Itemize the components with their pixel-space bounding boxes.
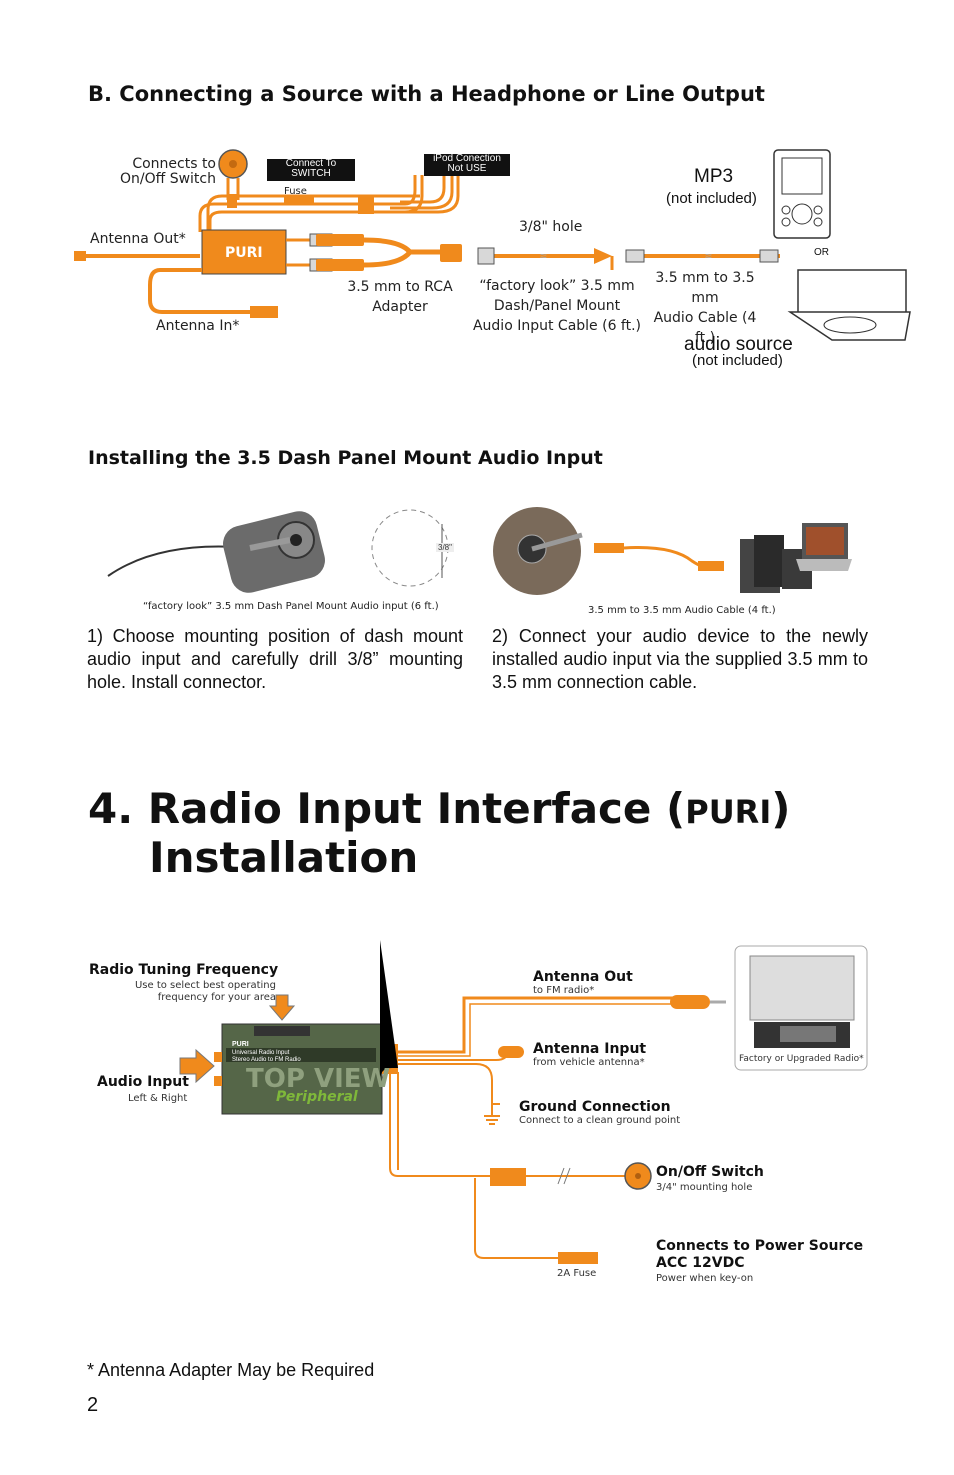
puri-device-icon [221, 1023, 383, 1115]
svg-text:≈: ≈ [540, 249, 547, 263]
radio-caption: Factory or Upgraded Radio* [739, 1054, 864, 1064]
antenna-input-title: Antenna Input [533, 1041, 647, 1057]
audio-cable-illustration [493, 507, 852, 595]
power-sub: Power when key-on [656, 1273, 754, 1284]
dash-mount-illustration [107, 509, 449, 593]
caption-left: “factory look” 3.5 mm Dash Panel Mount A… [143, 601, 439, 612]
puri-box-label: PURI [225, 245, 263, 261]
dimension-label: 3/8" [436, 543, 454, 552]
fuse-label: Fuse [284, 186, 307, 197]
page-number: 2 [87, 1394, 99, 1416]
hole-label: 3/8" hole [519, 219, 583, 235]
antenna-input-sub: from vehicle antenna* [533, 1057, 645, 1068]
laptop-icon [787, 269, 911, 341]
fuse-2a-label: 2A Fuse [557, 1268, 597, 1279]
antenna-out-label: Antenna Out* [90, 231, 186, 247]
antenna-out-sub: to FM radio* [533, 985, 595, 996]
mp3-label: MP3 [694, 166, 734, 187]
switch-title: On/Off Switch [656, 1164, 764, 1180]
device-peripheral: Peripheral [276, 1089, 358, 1105]
main-heading: 4. Radio Input Interface (PURI) Installa… [88, 784, 791, 882]
svg-text:≈: ≈ [705, 249, 712, 263]
left-right-label: Left & Right [128, 1093, 188, 1104]
switch-sub: 3/4" mounting hole [656, 1182, 753, 1193]
audio-source-not-included: (not included) [692, 352, 783, 369]
ground-title: Ground Connection [519, 1099, 671, 1115]
or-label: OR [814, 247, 829, 258]
antenna-in-label: Antenna In* [156, 318, 240, 334]
step-2-text: 2) Connect your audio device to the newl… [492, 626, 868, 692]
connection-diagram: ≈ ≈ [74, 149, 911, 341]
puri-box-icon [201, 229, 287, 275]
ground-sub: Connect to a clean ground point [519, 1115, 681, 1126]
device-top-view: TOP VIEW [246, 1064, 391, 1094]
caption-right: 3.5 mm to 3.5 mm Audio Cable (4 ft.) [588, 605, 776, 616]
install-title: Installing the 3.5 Dash Panel Mount Audi… [88, 447, 603, 469]
mp3-not-included: (not included) [666, 190, 757, 207]
section-b-title: B. Connecting a Source with a Headphone … [88, 82, 765, 106]
tuning-title: Radio Tuning Frequency [89, 962, 279, 978]
installation-diagram [179, 940, 868, 1264]
audio-source-label: audio source [684, 334, 793, 355]
antenna-out-title: Antenna Out [533, 969, 633, 985]
audio-input-label: Audio Input [97, 1074, 189, 1090]
device-brand: PURI [232, 1041, 249, 1048]
footnote: * Antenna Adapter May be Required [87, 1360, 375, 1380]
step-1-text: 1) Choose mounting position of dash moun… [87, 626, 463, 692]
fuse-icon [284, 196, 314, 204]
